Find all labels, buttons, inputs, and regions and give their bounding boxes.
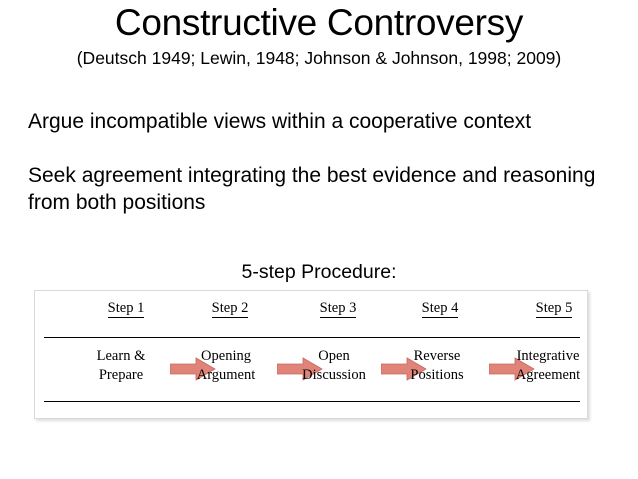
step-header-4-label: Step 4	[421, 300, 459, 318]
step-header-5-label: Step 5	[535, 300, 573, 318]
step-label-2-line2: Argument	[196, 367, 256, 383]
step-header-1: Step 1	[71, 299, 181, 318]
page-title: Constructive Controversy	[114, 2, 524, 43]
step-header-3-label: Step 3	[319, 300, 357, 318]
step-label-1-line2: Prepare	[98, 367, 144, 383]
step-header-3: Step 3	[283, 299, 393, 318]
step-label-2-line1: Opening	[201, 348, 251, 364]
arrow-step4-to-step5-icon	[489, 357, 535, 381]
step-header-row: Step 1 Step 2 Step 3 Step 4 Step 5	[35, 299, 589, 327]
five-step-procedure-diagram: Step 1 Step 2 Step 3 Step 4 Step 5 Learn…	[34, 290, 588, 419]
arrow-step2-to-step3-icon	[277, 357, 323, 381]
divider-rule-bottom	[44, 401, 580, 402]
citation-subtitle: (Deutsch 1949; Lewin, 1948; Johnson & Jo…	[76, 48, 562, 68]
step-label-4-line1: Reverse	[413, 348, 461, 364]
step-label-5: Integrative Agreement	[496, 347, 600, 385]
step-label-3-line2: Discussion	[302, 367, 366, 383]
step-header-4: Step 4	[385, 299, 495, 318]
procedure-heading: 5-step Procedure:	[241, 261, 397, 283]
divider-rule-top	[44, 337, 580, 338]
step-label-2: Opening Argument	[174, 347, 278, 385]
step-header-5: Step 5	[499, 299, 609, 318]
body-paragraph-2: Seek agreement integrating the best evid…	[28, 164, 596, 214]
arrow-step3-to-step4-icon	[381, 357, 427, 381]
arrow-step1-to-step2-icon	[170, 357, 216, 381]
step-label-1-line1: Learn &	[96, 348, 146, 364]
step-flow-row: Learn & Prepare Opening Argument Open Di…	[44, 343, 581, 395]
step-header-2: Step 2	[175, 299, 285, 318]
step-label-5-line1: Integrative	[516, 348, 580, 364]
step-label-3: Open Discussion	[282, 347, 386, 385]
step-header-1-label: Step 1	[107, 300, 145, 318]
step-label-5-line2: Agreement	[515, 367, 581, 383]
step-label-3-line1: Open	[318, 348, 350, 364]
step-label-4-line2: Positions	[410, 367, 464, 383]
body-paragraph-1: Argue incompatible views within a cooper…	[28, 110, 532, 133]
step-label-1: Learn & Prepare	[69, 347, 173, 385]
step-label-4: Reverse Positions	[385, 347, 489, 385]
step-header-2-label: Step 2	[211, 300, 249, 318]
